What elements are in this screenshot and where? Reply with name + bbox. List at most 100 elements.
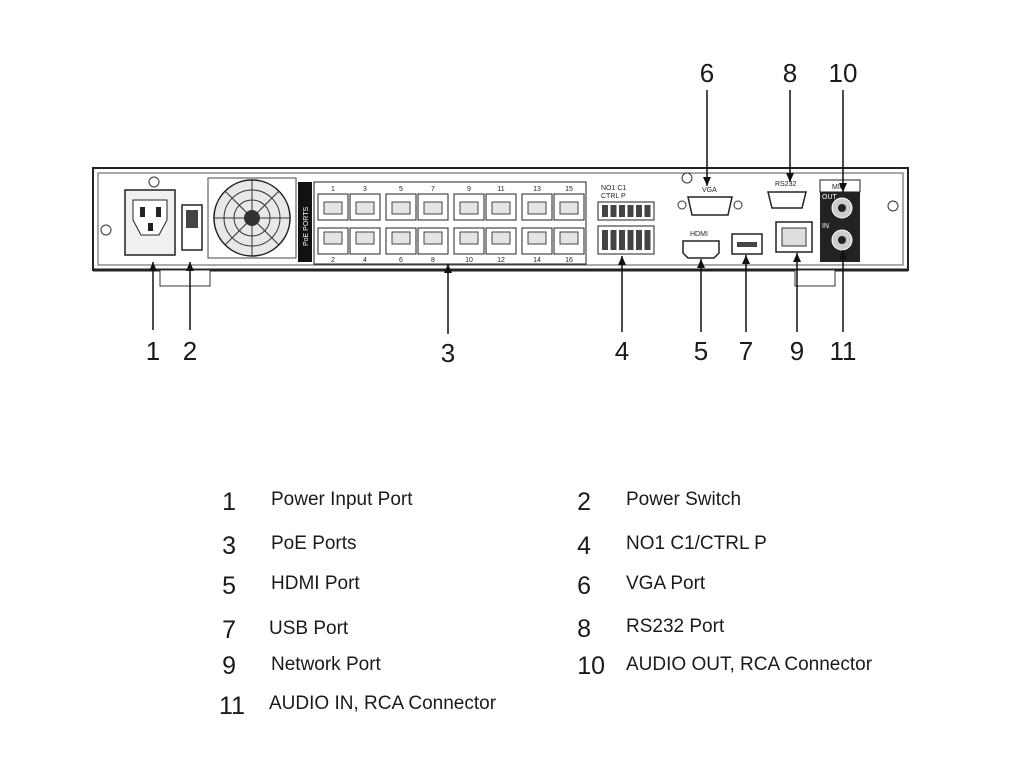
poe-port-number: 10	[465, 257, 473, 264]
poe-port-number: 3	[363, 186, 367, 193]
legend-text: Power Switch	[626, 489, 742, 510]
legend-num: 1	[222, 488, 236, 516]
poe-jack-opening	[423, 201, 443, 215]
terminal-pin	[602, 205, 608, 217]
terminal-pin	[610, 205, 617, 217]
legend-text: Power Input Port	[271, 489, 413, 510]
poe-jack-opening	[491, 231, 511, 245]
poe-jack	[553, 193, 585, 221]
poe-port-number: 4	[363, 257, 367, 264]
rs232-port: RS232	[767, 181, 807, 209]
leader-arrowhead	[703, 177, 711, 186]
leader-arrowhead	[742, 255, 750, 264]
poe-jack-opening	[391, 201, 411, 215]
leader-arrowhead	[839, 250, 847, 259]
poe-port-number: 12	[497, 257, 505, 264]
poe-jack-opening	[323, 231, 343, 245]
callout-9: 9	[790, 336, 804, 366]
poe-port-number: 2	[331, 257, 335, 264]
terminal-label-2: CTRL P	[601, 193, 626, 200]
callout-leaders	[149, 90, 847, 334]
vga-label: VGA	[702, 187, 717, 194]
legend-text: AUDIO IN, RCA Connector	[269, 693, 497, 714]
callout-4: 4	[615, 336, 629, 366]
terminal-pin	[644, 230, 651, 250]
leader-arrowhead	[697, 259, 705, 268]
poe-jack	[349, 193, 381, 221]
leader-arrowhead	[786, 173, 794, 182]
callout-6: 6	[700, 58, 714, 88]
callout-2: 2	[183, 336, 197, 366]
legend-num: 10	[577, 652, 605, 680]
poe-port-number: 1	[331, 186, 335, 193]
poe-jack-opening	[391, 231, 411, 245]
hdmi-port: HDMI	[682, 231, 720, 259]
poe-port-number: 14	[533, 257, 541, 264]
vga-port: VGA	[677, 172, 743, 216]
poe-port-number: 15	[565, 186, 573, 193]
legend-num: 5	[222, 572, 236, 600]
legend-num: 9	[222, 652, 236, 680]
legend-text: HDMI Port	[271, 573, 360, 594]
poe-jack-opening	[527, 201, 547, 215]
poe-port-number: 6	[399, 257, 403, 264]
poe-jack-opening	[355, 231, 375, 245]
terminal-pin	[636, 230, 642, 250]
alarm-terminal-block: NO1 C1 CTRL P	[597, 185, 655, 255]
legend-num: 7	[222, 616, 236, 644]
legend-text: USB Port	[269, 618, 349, 639]
callout-7: 7	[739, 336, 753, 366]
audio-mic-block: MIC OUT IN	[819, 179, 861, 262]
mic-label: MIC	[832, 184, 845, 191]
terminal-pin	[619, 205, 625, 217]
power-switch	[181, 204, 203, 251]
poe-port-number: 8	[431, 257, 435, 264]
poe-jack-opening	[491, 201, 511, 215]
rs232-label: RS232	[775, 181, 797, 188]
hdmi-label: HDMI	[690, 231, 708, 238]
poe-jack-opening	[459, 201, 479, 215]
callout-5: 5	[694, 336, 708, 366]
legend-num: 4	[577, 532, 591, 560]
leader-arrowhead	[793, 253, 801, 262]
leader-arrowhead	[618, 256, 626, 265]
legend-text: Network Port	[271, 654, 381, 675]
fan-grille	[207, 177, 297, 259]
poe-port-number: 16	[565, 257, 573, 264]
poe-label: PoE PORTS	[303, 207, 310, 246]
poe-jack	[485, 193, 517, 221]
leader-arrowhead	[186, 262, 194, 271]
callout-8: 8	[783, 58, 797, 88]
terminal-pin	[627, 230, 634, 250]
poe-jack-opening	[355, 201, 375, 215]
callout-3: 3	[441, 338, 455, 368]
terminal-label-1: NO1 C1	[601, 185, 626, 192]
network-port	[775, 221, 813, 253]
callout-labels: 1 2 3 4 5 6 7 8 9 10 11	[146, 58, 858, 368]
callout-10: 10	[829, 58, 858, 88]
legend-num: 8	[577, 615, 591, 643]
callout-1: 1	[146, 336, 160, 366]
legend-num: 11	[219, 692, 245, 720]
terminal-pin	[627, 205, 634, 217]
leader-arrowhead	[839, 183, 847, 192]
legend-text: PoE Ports	[271, 533, 357, 554]
audio-in-label: IN	[822, 223, 829, 230]
poe-port-number: 9	[467, 186, 471, 193]
terminal-pin	[619, 230, 625, 250]
legend-num: 2	[577, 488, 591, 516]
poe-port-number: 7	[431, 186, 435, 193]
leader-arrowhead	[444, 264, 452, 273]
legend-text: VGA Port	[626, 573, 706, 594]
terminal-pin	[636, 205, 642, 217]
poe-jack-opening	[459, 231, 479, 245]
legend-text: AUDIO OUT, RCA Connector	[626, 654, 873, 675]
legend-num: 3	[222, 532, 236, 560]
legend-num: 6	[577, 572, 591, 600]
usb-port	[731, 233, 763, 255]
terminal-pin	[610, 230, 617, 250]
poe-jack-opening	[559, 231, 579, 245]
